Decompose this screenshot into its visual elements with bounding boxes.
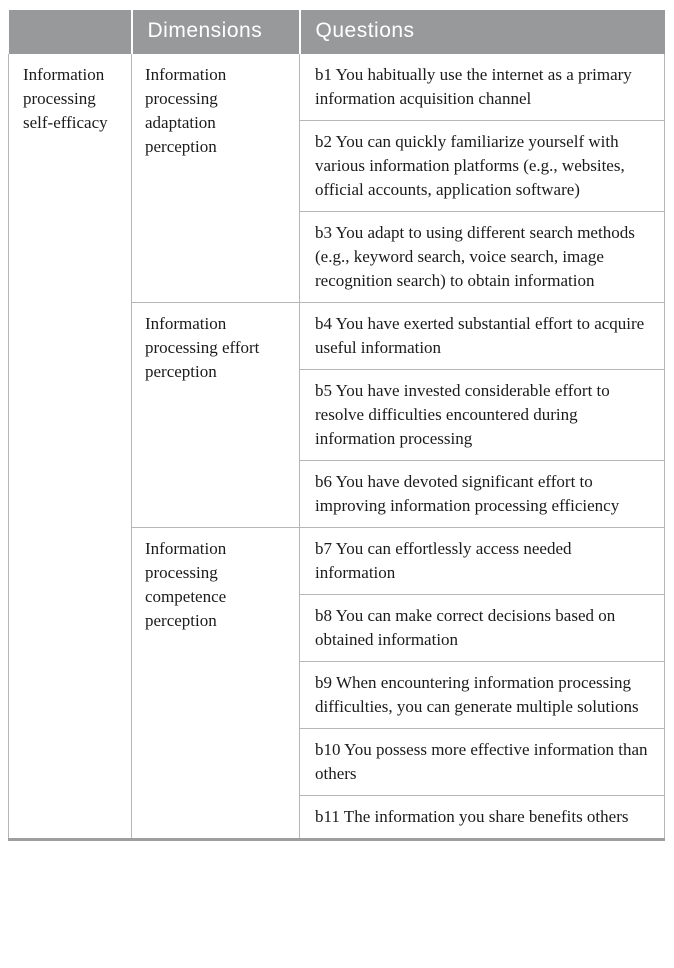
table-row: b3 You adapt to using different search m… (9, 211, 665, 303)
table-row: Information processing self-efficacy Inf… (8, 54, 665, 840)
header-cell-questions: Questions (298, 10, 665, 54)
table-row: b6 You have devoted significant effort t… (9, 460, 665, 528)
question-cell-b5: b5 You have invested considerable effort… (299, 369, 665, 461)
question-cell-b10: b10 You possess more effective informati… (299, 728, 665, 796)
table-row: Information processing competence percep… (9, 527, 665, 840)
question-cell-b7: b7 You can effortlessly access needed in… (299, 527, 665, 595)
dimension-cell-effort: Information processing effort perception (131, 302, 300, 528)
table-row: b5 You have invested considerable effort… (9, 369, 665, 461)
question-cell-b8: b8 You can make correct decisions based … (299, 594, 665, 662)
category-cell: Information processing self-efficacy (8, 54, 132, 840)
question-cell-b1: b1 You habitually use the internet as a … (299, 54, 665, 121)
question-cell-b4: b4 You have exerted substantial effort t… (299, 302, 665, 370)
table-row: b2 You can quickly familiarize yourself … (9, 120, 665, 212)
question-cell-b9: b9 When encountering information process… (299, 661, 665, 729)
self-efficacy-scale-table: Dimensions Questions Information process… (8, 10, 665, 841)
question-cell-b6: b6 You have devoted significant effort t… (299, 460, 665, 528)
table-row: b8 You can make correct decisions based … (9, 594, 665, 662)
question-cell-b3: b3 You adapt to using different search m… (299, 211, 665, 303)
dimension-cell-adaptation: Information processing adaptation percep… (131, 54, 300, 303)
header-row: Dimensions Questions (8, 10, 665, 54)
dimension-cell-competence: Information processing competence percep… (131, 527, 300, 840)
header-cell-empty (8, 10, 132, 54)
question-cell-b11: b11 The information you share benefits o… (299, 795, 665, 840)
table-row: b11 The information you share benefits o… (9, 795, 665, 840)
table-row: b9 When encountering information process… (9, 661, 665, 729)
header-cell-dimensions: Dimensions (130, 10, 300, 54)
table-row: Information processing effort perception… (9, 302, 665, 528)
question-cell-b2: b2 You can quickly familiarize yourself … (299, 120, 665, 212)
